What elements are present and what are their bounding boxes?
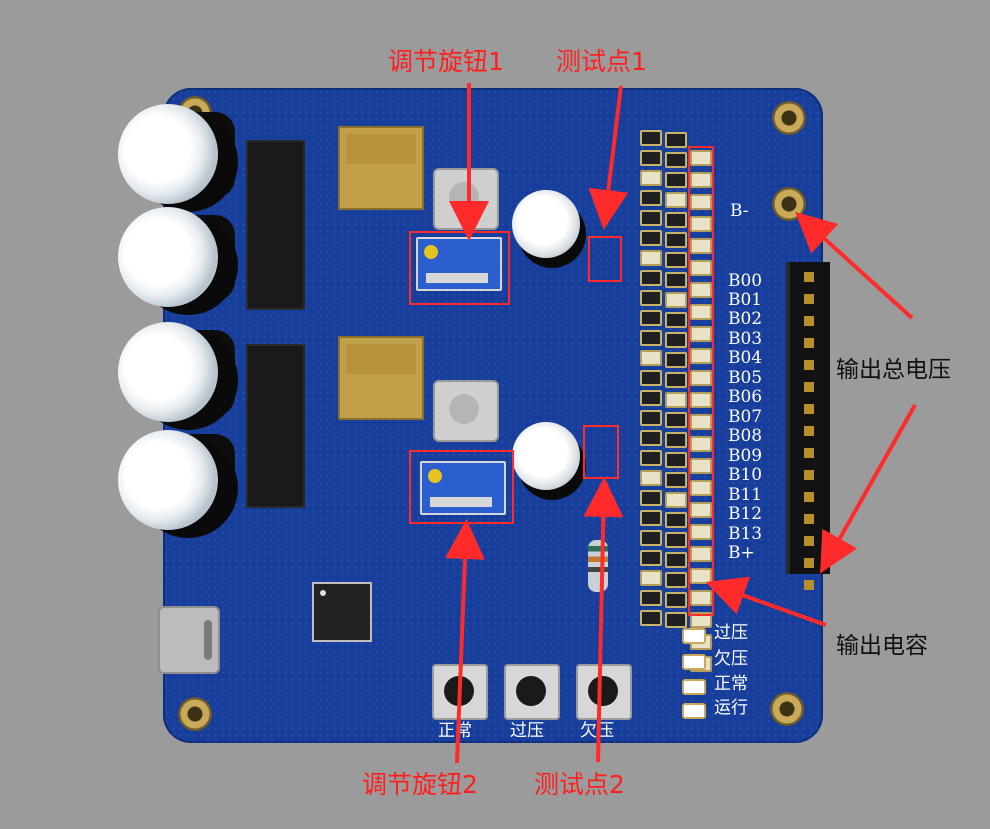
arrow-test1 <box>588 85 629 230</box>
led-normal <box>682 679 706 695</box>
silk-b-minus: B- <box>730 201 749 221</box>
mosfet-heatsink-2 <box>246 344 305 508</box>
output-capacitor-2 <box>512 422 580 490</box>
silk-b03: B03 <box>728 329 763 349</box>
button-overvoltage-label: 过压 <box>510 721 544 741</box>
silk-b04: B04 <box>728 348 763 368</box>
silk-led-normal: 正常 <box>714 674 748 694</box>
mosfet-heatsink-1 <box>246 140 305 310</box>
usb-c-connector <box>158 606 220 674</box>
silk-b11: B11 <box>728 485 763 505</box>
led-overvoltage <box>682 628 706 644</box>
grey-inductor-2 <box>433 380 499 442</box>
button-undervoltage[interactable] <box>576 664 632 720</box>
electrolytic-capacitor-3 <box>118 322 218 422</box>
arrow-test2 <box>583 477 624 763</box>
output-capacitor-1 <box>512 190 580 258</box>
silk-led-undervoltage: 欠压 <box>714 649 748 669</box>
silk-led-running: 运行 <box>714 698 748 718</box>
highlight-test1 <box>588 236 622 282</box>
microcontroller-chip <box>312 582 372 642</box>
smd-column-mid <box>665 132 687 628</box>
highlight-output-capacitors <box>688 146 714 616</box>
silk-b07: B07 <box>728 407 763 427</box>
silk-b13: B13 <box>728 524 763 544</box>
mount-hole-bottom-left <box>178 697 212 731</box>
annotation-knob1: 调节旋钮1 <box>388 47 504 76</box>
mount-hole-bottom-right <box>770 692 804 726</box>
mount-hole-top-right <box>772 101 806 135</box>
silk-led-overvoltage: 过压 <box>714 623 748 643</box>
led-undervoltage <box>682 654 706 670</box>
annotation-test1: 测试点1 <box>556 47 647 76</box>
arrow-out-voltage-bottom <box>820 404 917 574</box>
silk-b10: B10 <box>728 465 763 485</box>
silk-b00: B00 <box>728 271 763 291</box>
arrow-out-voltage-top <box>795 211 914 320</box>
gold-inductor-1 <box>338 126 424 210</box>
pin-header-connector <box>786 262 830 590</box>
silk-b01: B01 <box>728 290 763 310</box>
annotation-knob2: 调节旋钮2 <box>362 770 478 799</box>
silk-b-plus: B+ <box>728 543 755 563</box>
silk-b12: B12 <box>728 504 763 524</box>
arrow-out-cap <box>705 576 827 627</box>
smd-column-left <box>640 130 662 626</box>
button-normal-label: 正常 <box>438 721 472 741</box>
silk-b08: B08 <box>728 426 763 446</box>
silk-b02: B02 <box>728 309 763 329</box>
annotation-out-total-voltage: 输出总电压 <box>836 357 951 383</box>
arrow-knob2 <box>444 519 485 764</box>
led-running <box>682 703 706 719</box>
trimmer-potentiometer-2[interactable] <box>420 461 506 515</box>
annotation-test2: 测试点2 <box>534 770 625 799</box>
silk-b05: B05 <box>728 368 763 388</box>
annotation-out-capacitor: 输出电容 <box>836 633 928 659</box>
electrolytic-capacitor-2 <box>118 207 218 307</box>
button-overvoltage[interactable] <box>504 664 560 720</box>
silk-b09: B09 <box>728 446 763 466</box>
gold-inductor-2 <box>338 336 424 420</box>
electrolytic-capacitor-4 <box>118 430 218 530</box>
electrolytic-capacitor-1 <box>118 104 218 204</box>
silk-b06: B06 <box>728 387 763 407</box>
